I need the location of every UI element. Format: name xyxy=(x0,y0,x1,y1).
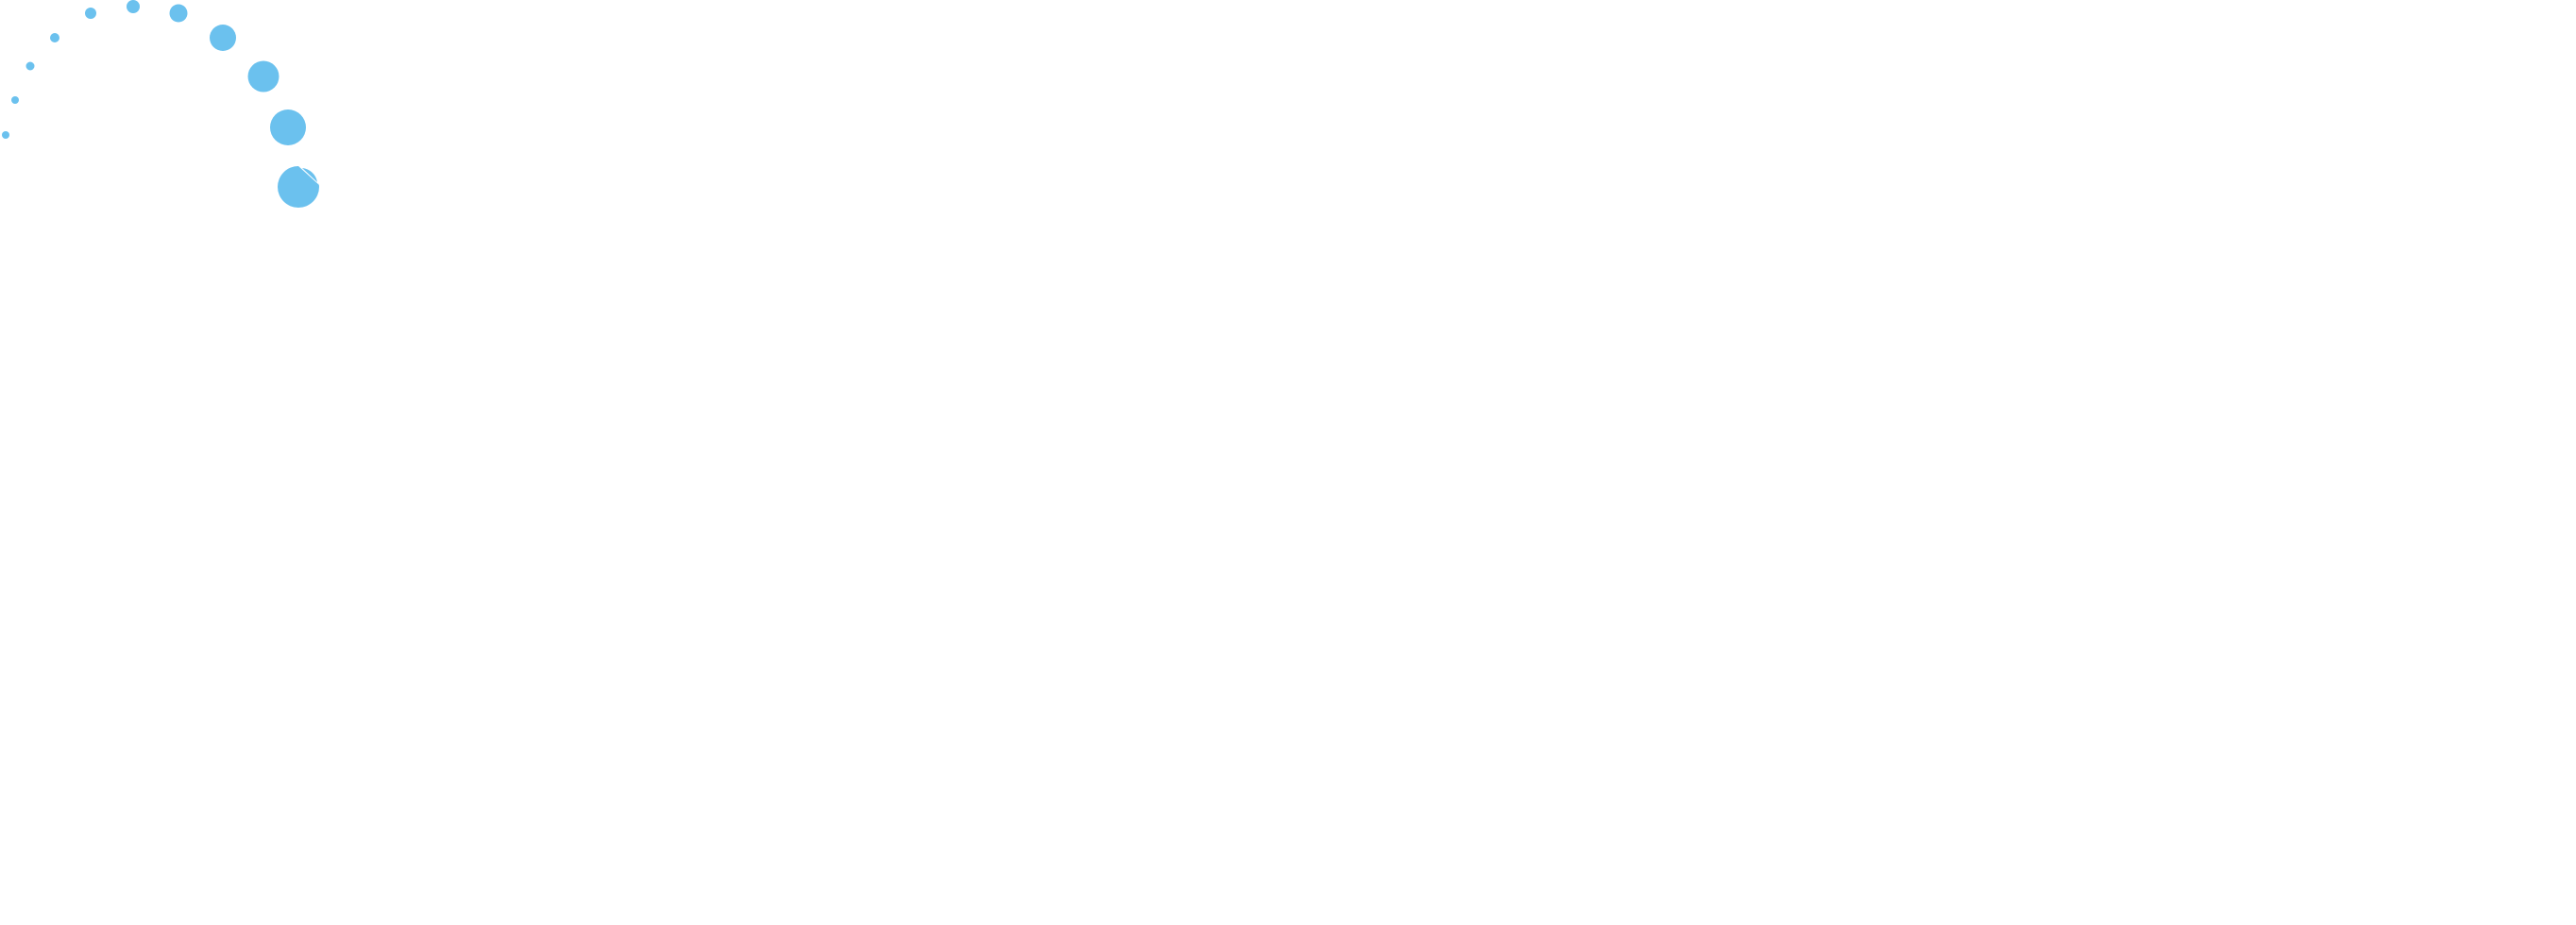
spinner-dot-wedge xyxy=(298,166,319,185)
spinner-dot xyxy=(25,61,35,71)
spinner-dot xyxy=(2,131,9,139)
spinner-dot xyxy=(302,168,317,182)
loading-spinner-icon xyxy=(2,0,319,208)
spinner-dot xyxy=(247,60,280,92)
spinner-dot xyxy=(169,4,188,23)
spinner-dot xyxy=(85,8,96,19)
spinner-dot xyxy=(50,33,59,42)
spinner-dot xyxy=(210,25,236,51)
spinner-dot xyxy=(270,109,306,145)
spinner-dot xyxy=(278,166,319,208)
loading-spinner xyxy=(0,0,340,227)
spinner-dot xyxy=(127,0,140,13)
spinner-dot xyxy=(11,96,19,104)
